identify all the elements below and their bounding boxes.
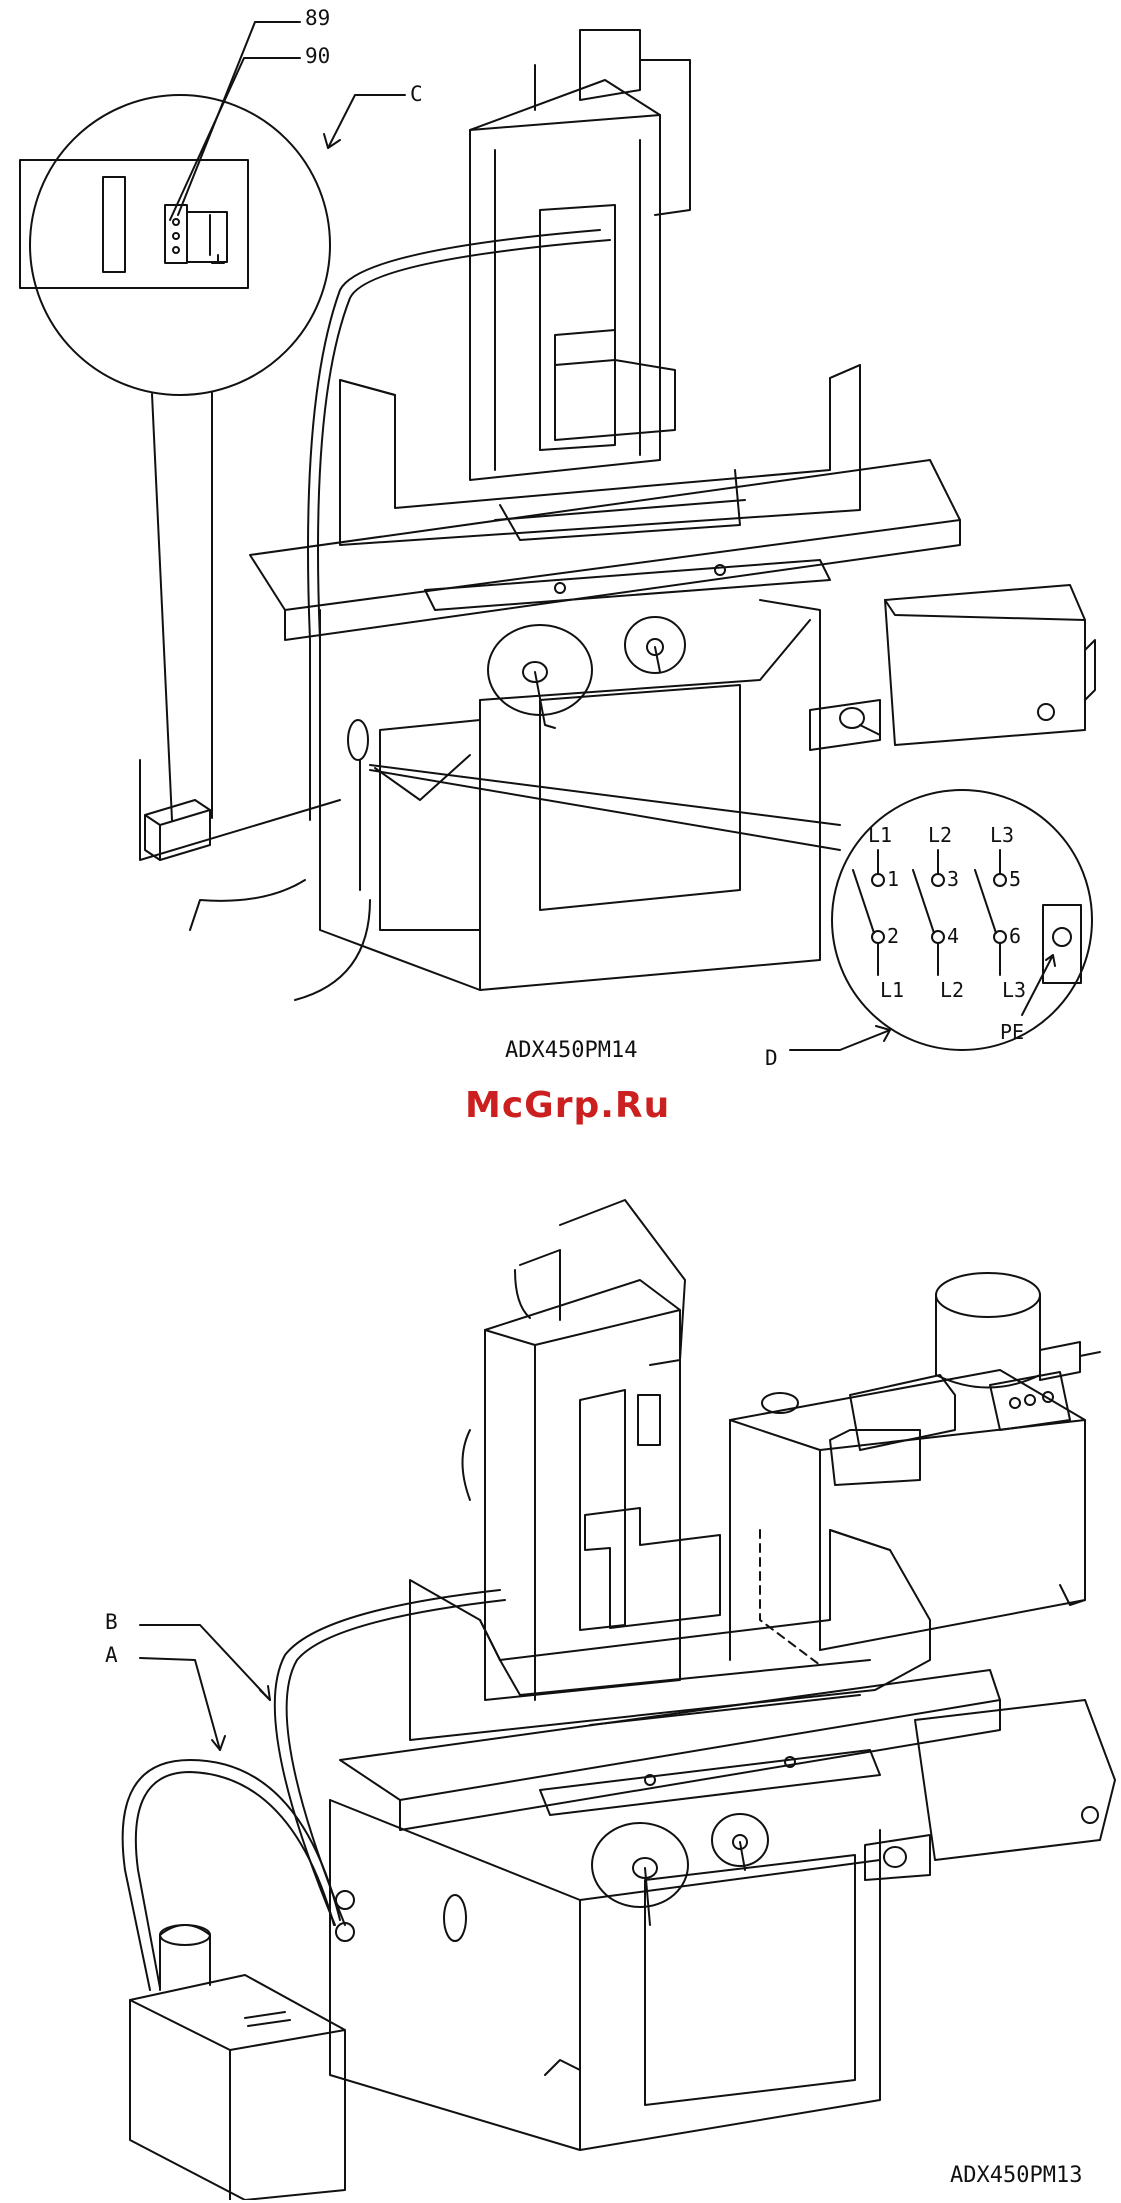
terminal-upper-5: 5	[1009, 869, 1021, 889]
terminal-bottom-1: L1	[880, 980, 904, 1000]
caption-bottom: ADX450PM13	[950, 2163, 1082, 2188]
machine-top	[140, 30, 1095, 1000]
terminal-lower-4: 4	[947, 926, 959, 946]
detail-c-circle	[20, 22, 405, 820]
terminal-top-2: L2	[928, 825, 952, 845]
bottom-figure-drawing	[0, 1100, 1121, 2200]
terminal-lower-2: 2	[887, 926, 899, 946]
callout-90: 90	[305, 46, 330, 67]
callout-b: B	[105, 1612, 118, 1633]
terminal-top-1: L1	[868, 825, 892, 845]
terminal-lower-6: 6	[1009, 926, 1021, 946]
terminal-upper-1: 1	[887, 869, 899, 889]
caption-top: ADX450PM14	[505, 1038, 637, 1063]
terminal-upper-3: 3	[947, 869, 959, 889]
callout-a: A	[105, 1645, 118, 1666]
terminal-bottom-2: L2	[940, 980, 964, 1000]
callout-d: D	[765, 1048, 778, 1069]
callout-c: C	[410, 84, 423, 105]
watermark: McGrp.Ru	[465, 1085, 670, 1126]
callout-89: 89	[305, 8, 330, 29]
terminal-ground-pe: PE	[1000, 1022, 1024, 1042]
terminal-bottom-3: L3	[1002, 980, 1026, 1000]
terminal-top-3: L3	[990, 825, 1014, 845]
machine-bottom	[123, 1200, 1115, 2200]
